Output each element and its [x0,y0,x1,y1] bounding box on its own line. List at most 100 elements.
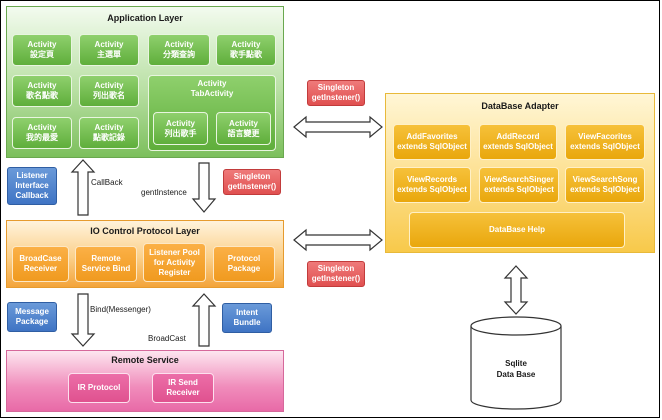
ir-send-receiver-box: IR Send Receiver [152,373,214,403]
activity-song-name-request-line1: Activity [27,81,57,90]
activity-settings-line2: 設定頁 [30,50,54,59]
protocol-package-box: Protocol Package [213,246,275,282]
listener-pool-box: Listener Pool for Activity Register [143,243,206,282]
activity-list-song-names-line1: Activity [94,81,124,90]
singleton-bottom-line2: getInstener() [311,274,361,283]
activity-singer-request-line2: 歌手點歌 [230,50,262,59]
view-search-singer-line2: extends SqlObject [484,185,554,194]
singleton-top-line2: getInstener() [311,93,361,102]
activity-category-search-line1: Activity [164,40,194,49]
activity-list-singers-line1: Activity [166,118,195,128]
ir-protocol-box: IR Protocol [68,373,130,403]
io-layer-title: IO Control Protocol Layer [90,226,200,236]
view-search-singer-line1: ViewSearchSinger [484,175,554,184]
activity-settings: Activity 設定頁 [12,34,72,66]
application-layer-title: Application Layer [107,13,183,23]
callback-label: CallBack [91,178,123,187]
singleton-box-bottom: Singleton getInstener() [307,261,365,287]
broadcast-receiver-line1: BroadCase [19,254,62,263]
ir-send-receiver-line1: IR Send [168,378,198,387]
database-help-label: DataBase Help [488,225,546,234]
activity-list-singers: Activity 列出歌手 [153,112,208,145]
singleton-top-line1: Singleton [317,83,355,92]
add-favorites-box: AddFavorites extends SqlObject [393,124,471,160]
view-records-line1: ViewRecords [406,175,458,184]
ir-protocol-line1: IR Protocol [77,383,121,392]
activity-song-name-request-line2: 歌名點歌 [26,91,58,100]
listener-callback-line2: Interface [15,181,49,190]
add-favorites-line1: AddFavorites [406,132,458,141]
protocol-package-line2: Package [227,264,261,273]
activity-my-favorites-line1: Activity [27,123,57,132]
intent-bundle-box: Intent Bundle [222,303,272,333]
view-records-line2: extends SqlObject [397,185,467,194]
broadcast-receiver-box: BroadCase Receiver [12,246,69,282]
get-instence-label: gentInstence [141,188,187,197]
remote-service-bind-box: Remote Service Bind [75,246,137,282]
view-favorites-line2: extends SqlObject [570,142,640,151]
singleton-middle-line2: getInstener() [227,182,277,191]
listener-callback-line3: Callback [15,191,49,200]
singleton-box-top: Singleton getInstener() [307,80,365,106]
activity-language-change-line1: Activity [229,118,258,128]
add-record-box: AddRecord extends SqlObject [479,124,557,160]
bind-messenger-label: Bind(Messenger) [90,305,151,314]
intent-bundle-line2: Bundle [233,318,261,327]
remote-service-layer: Remote Service [6,350,284,412]
broadcast-label: BroadCast [148,334,186,343]
listener-interface-callback-box: Listener Interface Callback [7,167,57,205]
add-record-line1: AddRecord [496,132,540,141]
activity-main-menu-line1: Activity [94,40,124,49]
view-search-singer-box: ViewSearchSinger extends SqlObject [479,167,559,203]
sqlite-label-line2: Data Base [496,370,536,379]
view-search-song-line1: ViewSearchSong [572,175,638,184]
message-package-line2: Package [15,317,49,326]
activity-request-history-line1: Activity [94,123,124,132]
view-favorites-box: ViewFacorites extends SqlObject [565,124,645,160]
ir-send-receiver-line2: Receiver [166,388,200,397]
tab-activity-line1: Activity [197,79,227,88]
singleton-box-middle: Singleton getInstener() [223,169,281,195]
listener-pool-line1: Listener Pool [149,247,200,257]
view-search-song-box: ViewSearchSong extends SqlObject [565,167,645,203]
activity-category-search: Activity 分類查詢 [148,34,210,66]
listener-pool-line3: Register [158,267,191,277]
activity-category-search-line2: 分類查詢 [163,50,195,59]
activity-list-song-names-line2: 列出歌名 [93,91,125,100]
add-favorites-line2: extends SqlObject [397,142,467,151]
activity-my-favorites: Activity 我的最愛 [12,117,72,149]
view-records-box: ViewRecords extends SqlObject [393,167,471,203]
add-record-line2: extends SqlObject [483,142,553,151]
sqlite-label-line1: Sqlite [505,359,527,368]
activity-settings-line1: Activity [27,40,57,49]
activity-my-favorites-line2: 我的最愛 [26,133,58,142]
activity-singer-request-line1: Activity [231,40,261,49]
listener-pool-line2: for Activity [153,257,196,267]
tab-activity-line2: TabActivity [190,89,234,98]
activity-song-name-request: Activity 歌名點歌 [12,75,72,107]
activity-list-singers-line2: 列出歌手 [164,128,197,138]
activity-main-menu: Activity 主選單 [79,34,139,66]
intent-bundle-line1: Intent [236,308,258,317]
activity-request-history: Activity 點歌記錄 [79,117,139,149]
database-help-box: DataBase Help [409,212,625,248]
message-package-box: Message Package [7,302,57,332]
database-adapter-title: DataBase Adapter [481,101,559,111]
remote-service-bind-line1: Remote [91,254,121,263]
activity-request-history-line2: 點歌記錄 [93,133,125,142]
activity-main-menu-line2: 主選單 [97,50,121,59]
protocol-package-line1: Protocol [227,254,261,263]
singleton-middle-line1: Singleton [233,172,271,181]
remote-service-bind-line2: Service Bind [81,264,131,273]
broadcast-receiver-line2: Receiver [23,264,58,273]
listener-callback-line1: Listener [16,171,48,180]
activity-language-change-line2: 語言變更 [227,128,260,138]
singleton-bottom-line1: Singleton [317,264,355,273]
activity-language-change: Activity 語言變更 [216,112,271,145]
activity-singer-request: Activity 歌手點歌 [216,34,276,66]
activity-list-song-names: Activity 列出歌名 [79,75,139,107]
remote-service-title: Remote Service [111,355,179,365]
view-search-song-line2: extends SqlObject [570,185,640,194]
message-package-line1: Message [15,307,49,316]
